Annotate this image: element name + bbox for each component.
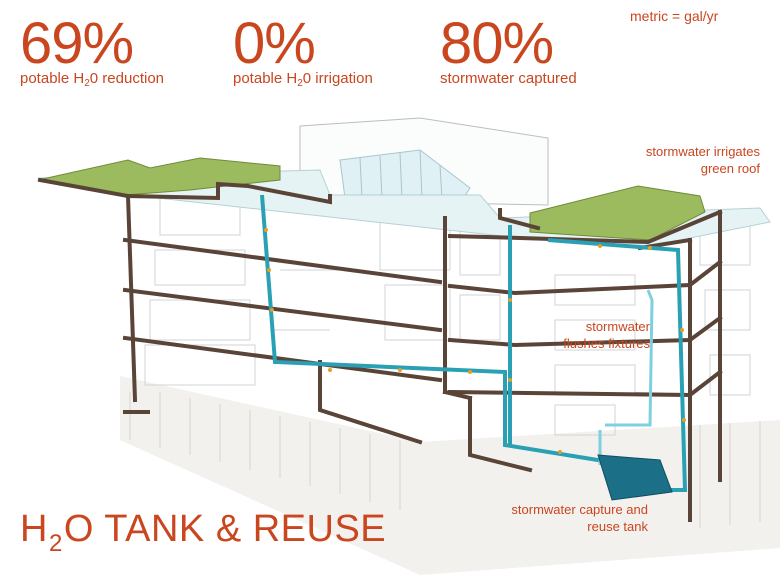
- stat-value: 0%: [233, 11, 316, 76]
- stat-potable-reduction: 69% potable H20 reduction: [20, 11, 164, 89]
- callout-fixtures: stormwater flushes fixtures: [563, 319, 650, 351]
- ground-section: [120, 376, 780, 575]
- stat-label: stormwater captured: [440, 70, 577, 87]
- callout-tank: stormwater capture and reuse tank: [511, 502, 648, 534]
- callout-green-roof: stormwater irrigates green roof: [645, 144, 760, 176]
- stat-label: potable H20 irrigation: [233, 70, 373, 89]
- stat-value: 80%: [440, 11, 554, 76]
- atrium-glass: [339, 149, 471, 201]
- reuse-tank: [597, 454, 673, 501]
- stat-potable-irrigation: 0% potable H20 irrigation: [233, 11, 373, 89]
- metric-note: metric = gal/yr: [630, 8, 719, 24]
- stat-stormwater-captured: 80% stormwater captured: [440, 14, 577, 87]
- green-roof-right: [529, 185, 706, 241]
- page-title: H2O TANK & REUSE: [20, 508, 387, 557]
- flow-arrows: [264, 228, 686, 454]
- stat-label: potable H20 reduction: [20, 70, 164, 89]
- stat-value: 69%: [20, 11, 134, 76]
